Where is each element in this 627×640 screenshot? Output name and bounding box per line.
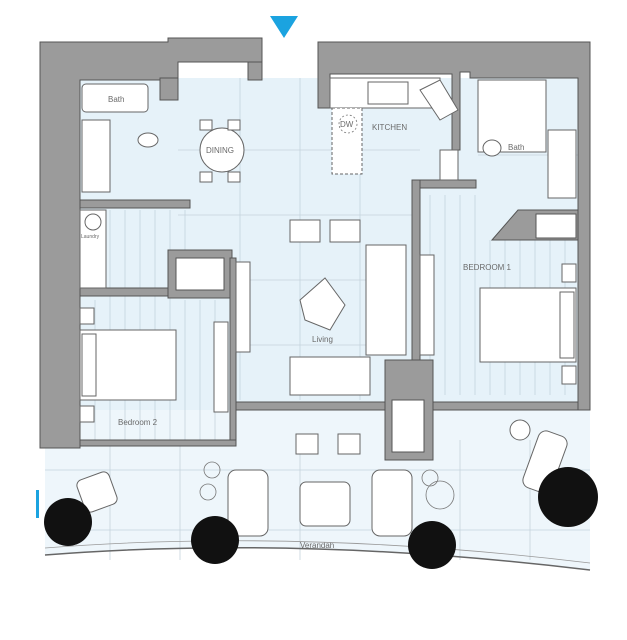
bath-left: Bath: [81, 83, 159, 193]
bedroom-2: Bedroom 2: [79, 307, 229, 427]
kitchen-label: KITCHEN: [372, 123, 407, 132]
balustrade: [44, 546, 591, 571]
entry-marker-icon: [270, 16, 298, 38]
walls: [39, 37, 591, 461]
verandah-furniture: Verandah: [76, 419, 568, 550]
bath-left-label: Bath: [108, 95, 124, 104]
bedroom-1: BEDROOM 1: [463, 263, 577, 385]
kitchen: DW KITCHEN: [329, 77, 459, 181]
bath-right: Bath: [477, 79, 577, 199]
bedroom1-label: BEDROOM 1: [463, 263, 512, 272]
plant-icons: [44, 461, 598, 569]
living-label: Living: [312, 335, 333, 344]
verandah-label: Verandah: [300, 541, 334, 550]
bath-right-label: Bath: [508, 143, 524, 152]
bedroom2-label: Bedroom 2: [118, 418, 158, 427]
laundry-label: Laundry: [81, 234, 100, 240]
living-area: Living: [235, 219, 435, 396]
laundry: Laundry: [79, 209, 107, 289]
dining-label: DINING: [206, 146, 234, 155]
dining-table: DINING: [199, 119, 245, 183]
dishwasher-label: DW: [340, 120, 354, 129]
